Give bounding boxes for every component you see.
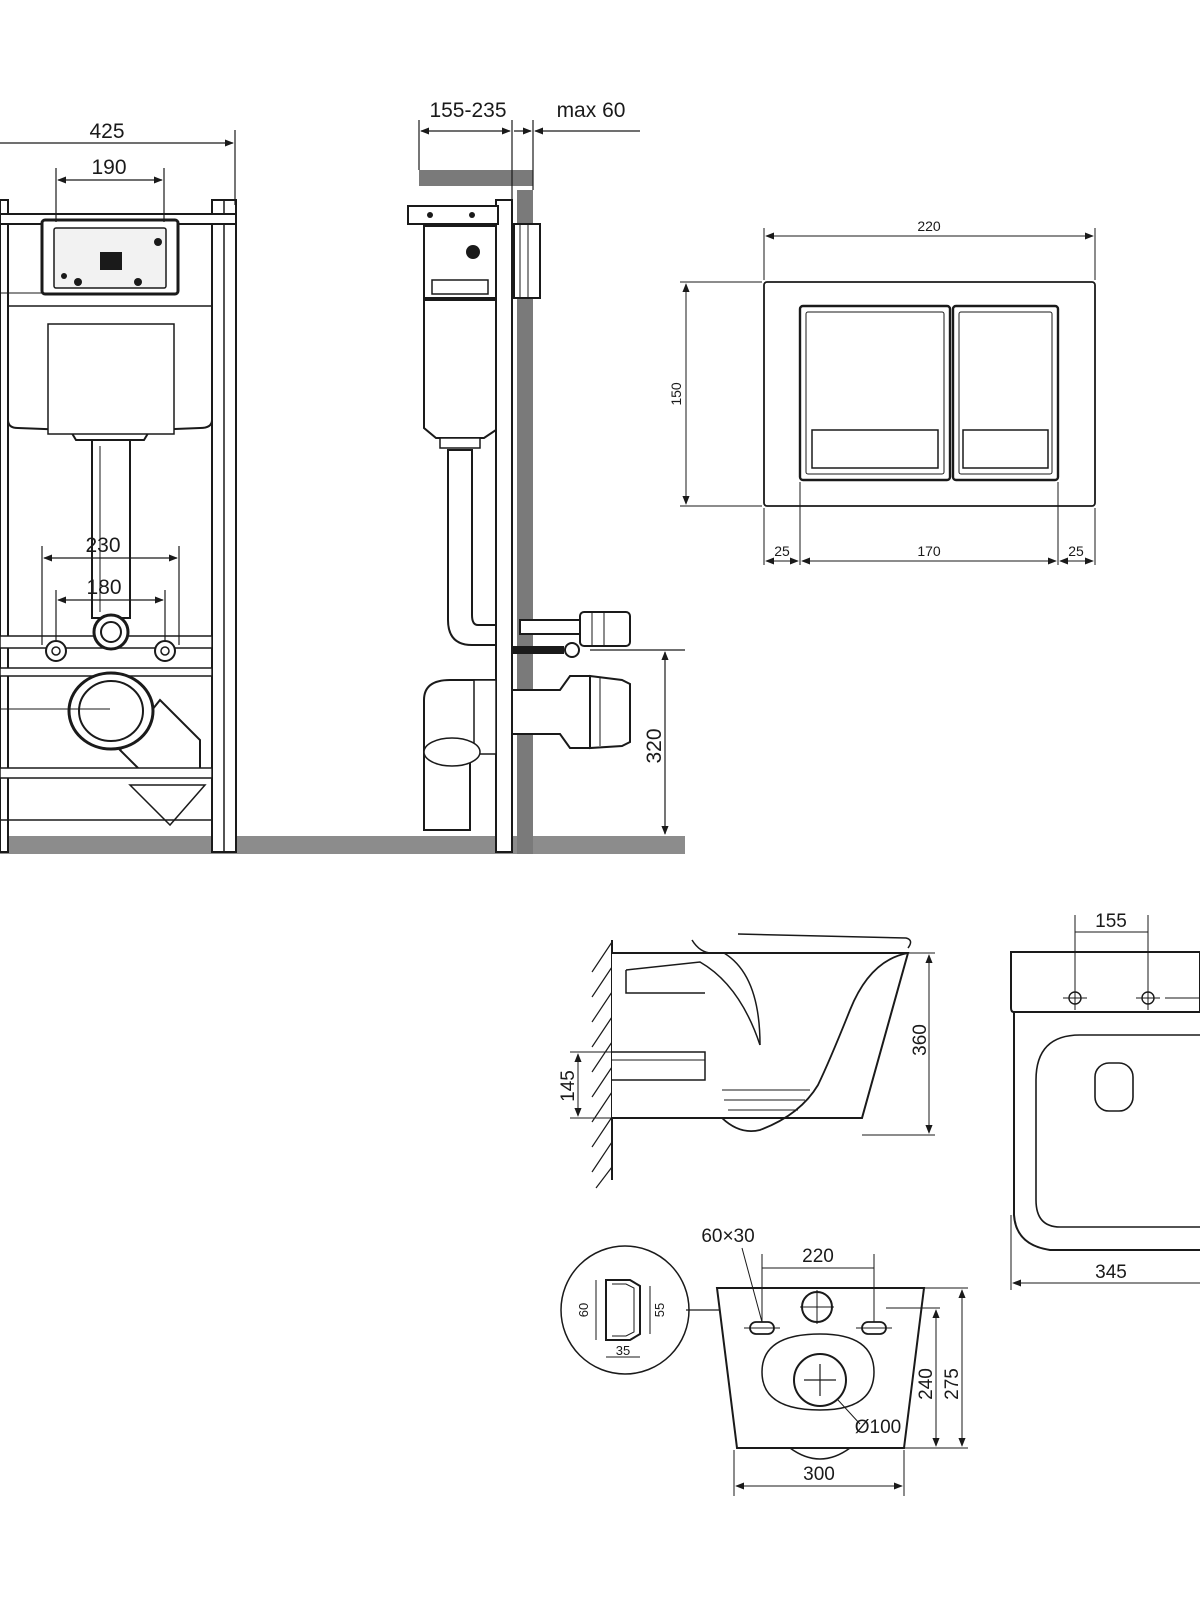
outlet-height-label: 320 bbox=[643, 728, 666, 763]
bowl-height-label: 360 bbox=[910, 1024, 931, 1056]
flush-plate-view: 220 150 25 170 25 bbox=[668, 218, 1096, 565]
bowl-top-seat bbox=[1035, 1034, 1200, 1228]
bowl-top-rear-block bbox=[1010, 951, 1200, 1013]
cistern-front-panel bbox=[47, 323, 175, 435]
floor-strip bbox=[0, 836, 685, 854]
max-offset-label: max 60 bbox=[557, 99, 626, 122]
side-flush-connector bbox=[519, 619, 583, 635]
slot-detail-profile bbox=[605, 1279, 641, 1341]
fixing-spacing-inner-label: 180 bbox=[86, 576, 121, 599]
bowl-top-outline bbox=[1013, 1012, 1200, 1251]
wall-hatching bbox=[591, 941, 613, 1189]
depth-range-label: 155-235 bbox=[429, 99, 506, 122]
rear-width-label: 300 bbox=[803, 1464, 835, 1485]
side-frame-upright bbox=[495, 199, 513, 853]
bowl-top-width-label: 345 bbox=[1095, 1262, 1127, 1283]
flush-pipe bbox=[91, 439, 131, 619]
frame-side-view: 155-235 max 60 320 bbox=[407, 99, 685, 854]
frame-upright-left bbox=[0, 199, 9, 853]
pipe-diameter-label: Ø100 bbox=[855, 1417, 901, 1438]
bowl-side-seat bbox=[737, 933, 912, 949]
bowl-top-fixing-label: 155 bbox=[1095, 911, 1127, 932]
frame-width-label: 425 bbox=[89, 120, 124, 143]
side-cistern-body bbox=[423, 299, 497, 439]
rear-fixing-spacing-label: 220 bbox=[802, 1246, 834, 1267]
bowl-top-flush-outlet bbox=[1094, 1062, 1134, 1112]
plate-width-label: 220 bbox=[917, 218, 941, 234]
detail-height-outer-label: 60 bbox=[576, 1303, 591, 1317]
side-flush-plate bbox=[513, 223, 541, 299]
wall-section bbox=[517, 190, 533, 854]
detail-width-label: 35 bbox=[616, 1343, 630, 1358]
bowl-top-view: 155 345 bbox=[1010, 911, 1200, 1290]
wall-top-cap bbox=[419, 170, 533, 186]
plate-inner-width-label: 170 bbox=[917, 543, 941, 559]
bowl-outlet-height-label: 145 bbox=[558, 1070, 579, 1102]
flush-plate-width-label: 190 bbox=[91, 156, 126, 179]
plate-margin-left-label: 25 bbox=[774, 543, 790, 559]
rear-height-inner-label: 240 bbox=[916, 1368, 937, 1400]
side-flush-pipe bbox=[447, 449, 497, 646]
plate-height-label: 150 bbox=[668, 382, 684, 406]
bowl-side-outlet bbox=[612, 1051, 706, 1081]
fixing-spacing-outer-label: 230 bbox=[85, 534, 120, 557]
frame-front-view: 425 190 230 180 bbox=[0, 120, 685, 854]
slot-size-label: 60×30 bbox=[701, 1226, 754, 1247]
bowl-rear-view: 60 55 35 60×30 220 bbox=[560, 1226, 968, 1496]
detail-height-inner-label: 55 bbox=[652, 1303, 667, 1317]
plate-margin-right-label: 25 bbox=[1068, 543, 1084, 559]
rear-height-outer-label: 275 bbox=[942, 1368, 963, 1400]
bowl-side-view: 360 145 bbox=[558, 933, 935, 1189]
side-fixing-bolt bbox=[512, 646, 564, 654]
